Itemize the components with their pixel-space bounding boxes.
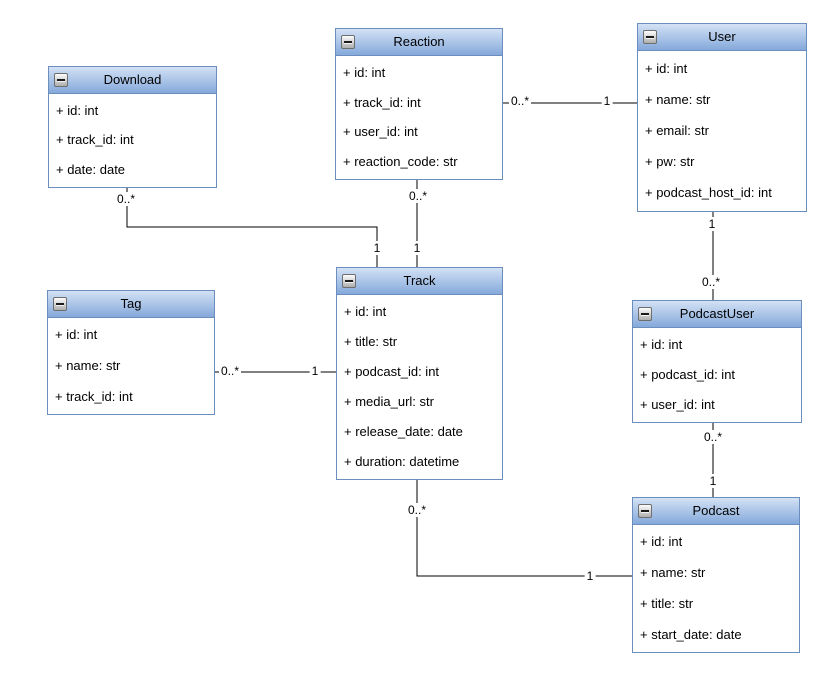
minus-glyph [641,509,649,513]
multiplicity-label[interactable]: 1 [707,474,719,488]
attribute: + date: date [56,162,126,178]
multiplicity-label[interactable]: 0..* [699,275,723,289]
collapse-icon[interactable] [638,307,652,321]
entity-header: PodcastUser [633,301,801,328]
collapse-icon[interactable] [638,504,652,518]
entity-user[interactable]: User + id: int + name: str + email: str … [637,23,807,212]
entity-tag[interactable]: Tag + id: int + name: str + track_id: in… [47,290,215,415]
minus-glyph [641,312,649,316]
attribute: + email: str [645,122,709,138]
entity-header: Reaction [336,29,502,56]
attribute: + name: str [645,91,711,107]
minus-glyph [345,279,353,283]
attribute: + id: int [344,304,387,319]
attribute: + user_id: int [343,124,418,140]
attribute: + name: str [55,357,121,373]
entity-header: Podcast [633,498,799,525]
attribute: + track_id: int [343,94,421,110]
entity-reaction[interactable]: Reaction + id: int + track_id: int + use… [335,28,503,180]
multiplicity-label[interactable]: 0..* [508,94,532,108]
entity-attributes: + id: int + track_id: int + user_id: int… [336,56,502,179]
minus-glyph [57,78,65,82]
multiplicity-label[interactable]: 1 [601,94,613,108]
entity-track[interactable]: Track + id: int + title: str + podcast_i… [336,267,503,480]
connection-track-podcast[interactable] [416,480,632,577]
collapse-icon[interactable] [342,274,356,288]
entity-podcastuser[interactable]: PodcastUser + id: int + podcast_id: int … [632,300,802,423]
entity-attributes: + id: int + name: str + track_id: int [48,318,214,414]
attribute: + pw: str [645,154,695,170]
minus-glyph [56,302,64,306]
collapse-icon[interactable] [341,35,355,49]
attribute: + id: int [56,102,99,118]
entity-attributes: + id: int + title: str + podcast_id: int… [337,295,502,479]
collapse-icon[interactable] [643,30,657,44]
multiplicity-label[interactable]: 0..* [701,430,725,444]
entity-title: Download [103,72,162,87]
attribute: + release_date: date [344,424,463,439]
multiplicity-label[interactable]: 1 [411,241,423,255]
multiplicity-label[interactable]: 1 [584,569,596,583]
attribute: + title: str [344,334,398,349]
minus-glyph [344,40,352,44]
entity-attributes: + id: int + name: str + email: str + pw:… [638,51,806,211]
entity-header: Track [337,268,502,295]
entity-title: PodcastUser [679,306,755,321]
attribute: + start_date: date [640,626,742,642]
attribute: + reaction_code: str [343,154,458,170]
attribute: + id: int [645,60,688,76]
multiplicity-label[interactable]: 1 [309,364,321,378]
attribute: + title: str [640,595,694,611]
attribute: + podcast_id: int [344,364,440,379]
entity-title: Track [403,273,436,288]
attribute: + id: int [55,327,98,343]
attribute: + user_id: int [640,397,715,412]
collapse-icon[interactable] [53,297,67,311]
attribute: + id: int [640,337,683,352]
attribute: + track_id: int [55,388,133,404]
multiplicity-label[interactable]: 1 [706,217,718,231]
attribute: + track_id: int [56,132,134,148]
entity-title: Tag [120,296,142,311]
entity-attributes: + id: int + podcast_id: int + user_id: i… [633,328,801,422]
entity-title: Reaction [393,34,445,49]
entity-header: Tag [48,291,214,318]
multiplicity-label[interactable]: 0..* [114,192,138,206]
attribute: + podcast_host_id: int [645,185,772,201]
multiplicity-label[interactable]: 0..* [218,364,242,378]
entity-title: Podcast [692,503,740,518]
entity-attributes: + id: int + name: str + title: str + sta… [633,525,799,652]
attribute: + id: int [343,64,386,80]
minus-glyph [646,35,654,39]
multiplicity-label[interactable]: 0..* [406,189,430,203]
entity-attributes: + id: int + track_id: int + date: date [49,94,216,187]
entity-podcast[interactable]: Podcast + id: int + name: str + title: s… [632,497,800,653]
collapse-icon[interactable] [54,73,68,87]
attribute: + media_url: str [344,394,434,409]
connection-download-track[interactable] [126,188,378,267]
entity-download[interactable]: Download + id: int + track_id: int + dat… [48,66,217,188]
entity-header: User [638,24,806,51]
entity-title: User [708,29,736,44]
attribute: + duration: datetime [344,454,460,469]
attribute: + podcast_id: int [640,367,736,382]
entity-header: Download [49,67,216,94]
multiplicity-label[interactable]: 1 [371,241,383,255]
attribute: + id: int [640,534,683,550]
multiplicity-label[interactable]: 0..* [405,503,429,517]
attribute: + name: str [640,565,706,581]
